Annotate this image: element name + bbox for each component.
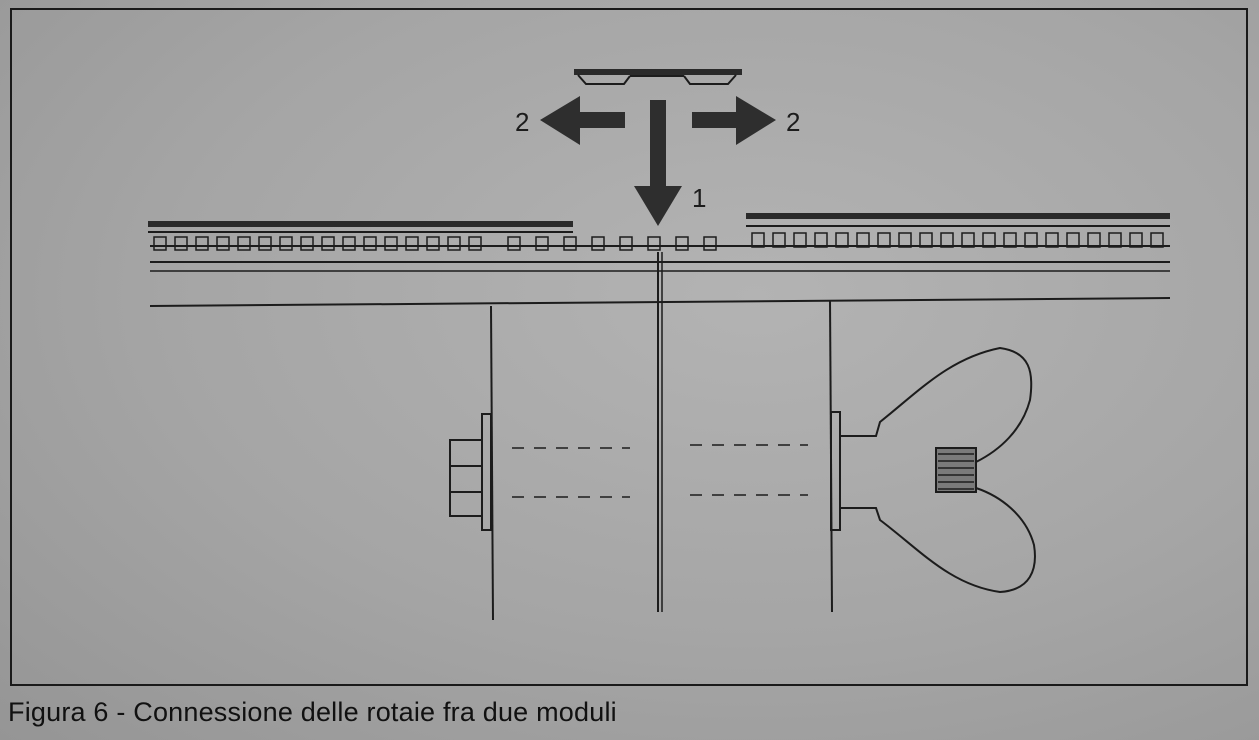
rail-tie [321, 236, 335, 251]
arrow-right-icon [692, 96, 776, 145]
rail-tie [675, 236, 689, 251]
rail-tie [1150, 232, 1164, 248]
rail-tie [940, 232, 954, 248]
rail-tie [195, 236, 209, 251]
rail-tie [384, 236, 398, 251]
rail-tie [507, 236, 521, 251]
step-label-down: 1 [692, 183, 706, 213]
rail-tie [772, 232, 786, 248]
rail-tie [647, 236, 661, 251]
rail-tie [363, 236, 377, 251]
wing-nut-icon [830, 346, 1036, 594]
rail-tie [1003, 232, 1017, 248]
rail-tie [279, 236, 293, 251]
rail-tie [300, 236, 314, 251]
rail-tie [703, 236, 717, 251]
rail-tie [426, 236, 440, 251]
rail-tie [447, 236, 461, 251]
rail-tie [814, 232, 828, 248]
figure-caption: Figura 6 - Connessione delle rotaie fra … [8, 697, 617, 727]
rail-tie [856, 232, 870, 248]
arrow-down-icon [634, 100, 682, 226]
rail-tie [563, 236, 577, 251]
rail-tie [1087, 232, 1101, 248]
bolt-shank [512, 444, 808, 498]
rail-tie [1024, 232, 1038, 248]
rail-tie [751, 232, 765, 248]
arrow-left-icon [540, 96, 625, 145]
rail-tie [216, 236, 230, 251]
rail-tie [258, 236, 272, 251]
rail-tie [835, 232, 849, 248]
rail-tie [153, 236, 167, 251]
rail-tie [1129, 232, 1143, 248]
bolt-head-icon [449, 413, 492, 531]
rail-tie [1045, 232, 1059, 248]
rail-tie [793, 232, 807, 248]
rail-tie [898, 232, 912, 248]
rail-tie [1066, 232, 1080, 248]
rail-tie [468, 236, 482, 251]
rail-joiner [574, 69, 742, 85]
rail-tie [919, 232, 933, 248]
step-label-right: 2 [786, 107, 800, 137]
rail-tie [591, 236, 605, 251]
rail-tie [237, 236, 251, 251]
rail-tie [405, 236, 419, 251]
rail-tie [619, 236, 633, 251]
rail-track [148, 213, 1171, 612]
rail-tie [535, 236, 549, 251]
rail-tie [342, 236, 356, 251]
rail-tie [982, 232, 996, 248]
step-label-left: 2 [515, 107, 529, 137]
rail-tie [961, 232, 975, 248]
rail-tie [174, 236, 188, 251]
figure-frame [10, 8, 1248, 686]
rail-tie [877, 232, 891, 248]
rail-tie [1108, 232, 1122, 248]
